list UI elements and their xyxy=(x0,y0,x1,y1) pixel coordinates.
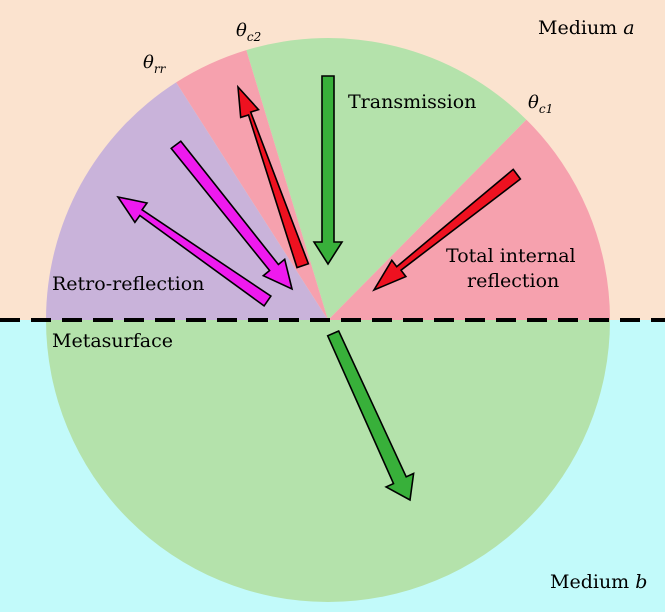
retro-incident-arrow xyxy=(170,140,294,291)
theta-c2-label: θc2 xyxy=(236,20,261,44)
transmission-label: Transmission xyxy=(348,91,476,113)
critical-angle-sector xyxy=(176,50,328,320)
retro-reflection-label: Retro-reflection xyxy=(52,273,204,295)
tir-incident-arrow xyxy=(372,168,522,292)
tir-reflected-arrow xyxy=(236,84,310,269)
transmitted-half-disk xyxy=(46,320,610,602)
medium-a-label: Medium a xyxy=(538,17,635,39)
transmission-sector xyxy=(246,38,527,321)
tir-label-line1: Total internal xyxy=(446,245,576,267)
retro-reflected-arrow xyxy=(116,195,273,308)
metasurface-label: Metasurface xyxy=(52,330,173,352)
medium-b-label: Medium b xyxy=(550,571,647,593)
theta-rr-label: θrr xyxy=(143,52,167,76)
theta-c1-label: θc1 xyxy=(528,92,553,116)
retro-reflection-sector xyxy=(45,82,328,321)
incident-transmission-arrow xyxy=(312,75,344,266)
transmitted-arrow xyxy=(326,329,415,502)
tir-label-line2: reflection xyxy=(467,270,559,292)
